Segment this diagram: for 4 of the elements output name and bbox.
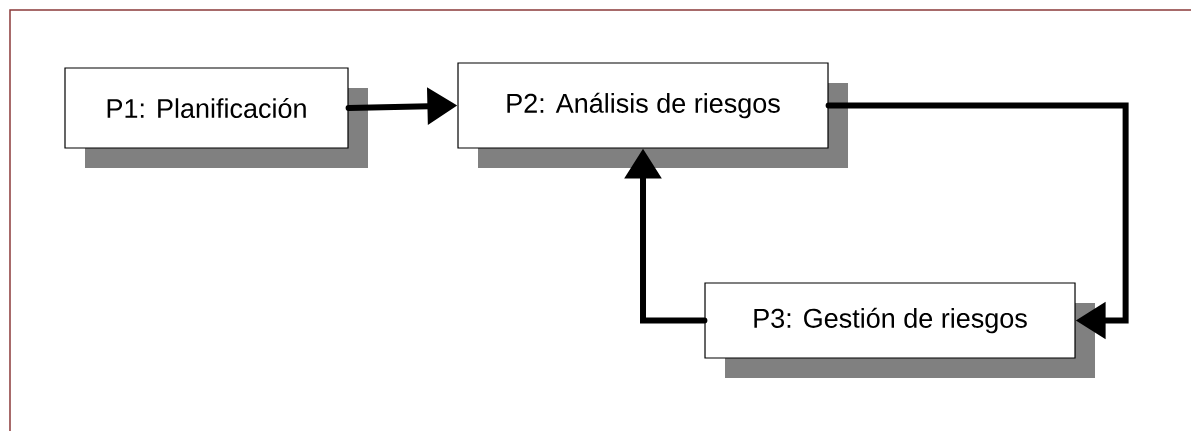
process-box: P2: Análisis de riesgos (457, 62, 848, 168)
arrow (825, 102, 1129, 340)
process-box: P3: Gestión de riesgos (704, 282, 1095, 378)
process-box: P1: Planificación (64, 67, 368, 168)
